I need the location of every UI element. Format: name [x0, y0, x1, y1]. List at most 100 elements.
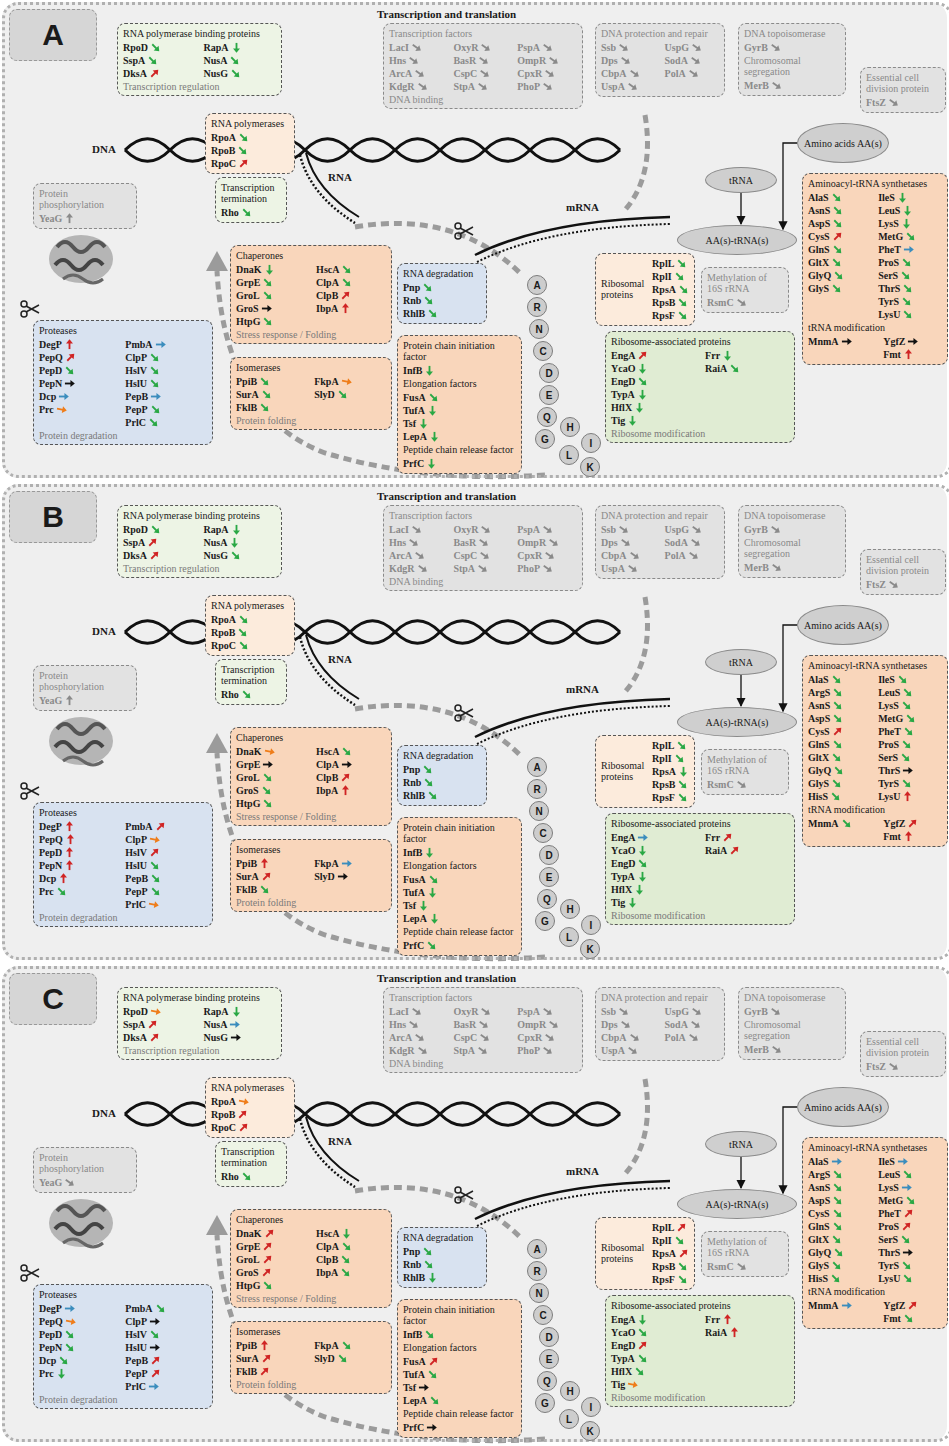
protein-grid: AlaSArgSAsnSAspSCysSGlnSGltXGlyQGlySHisS…: [808, 1155, 942, 1285]
protein-entry: Fmt: [883, 1312, 942, 1325]
function-box: Transcription terminationRho: [215, 177, 287, 223]
protein-entry: PepB: [125, 1354, 207, 1367]
protein-entry: MnmA: [808, 335, 875, 348]
protein-name: HflX: [611, 1366, 632, 1377]
protein-name: RpsB: [652, 297, 675, 308]
protein-name: Tsf: [403, 1382, 416, 1393]
protein-entry: DksA: [123, 549, 196, 562]
change-arrow: [340, 303, 351, 314]
protein-entry: DnaK: [236, 745, 308, 758]
change-arrow: [259, 858, 270, 869]
structure-label: RNA: [327, 171, 353, 183]
protein-grid: PpiBSurAFklBFkpASlyD: [236, 857, 386, 896]
function-box: Aminoacyl-tRNA synthetasesAlaSArgSAsnSAs…: [802, 655, 948, 847]
protein-name: GroL: [236, 772, 260, 783]
protein-name: LeuS: [878, 1169, 900, 1180]
ribosome-subunit-circle: Q: [537, 1371, 557, 1391]
change-arrow: [637, 1327, 648, 1338]
protein-name: LacI: [389, 524, 409, 535]
change-arrow: [900, 752, 911, 763]
protein-name: CysS: [808, 1208, 830, 1219]
node-label: Q: [543, 412, 551, 423]
protein-grid: AlaSAsnSAspSCysSGlnSGltXGlyQGlySIleSLeuS…: [808, 191, 942, 321]
change-arrow: [831, 752, 842, 763]
node-label: E: [546, 1354, 553, 1365]
protein-entry: YeaG: [39, 694, 131, 707]
protein-name: AsnS: [808, 700, 830, 711]
protein-entry: PepP: [125, 403, 207, 416]
protein-name: InfB: [403, 365, 422, 376]
protein-entry: ClpB: [316, 1253, 386, 1266]
protein-entry: CbpA: [601, 67, 657, 80]
protein-entry: DnaK: [236, 1227, 308, 1240]
protein-name: PmbA: [125, 821, 152, 832]
change-arrow: [340, 1254, 351, 1265]
change-arrow: [429, 431, 440, 442]
protein-name: ThrS: [878, 765, 900, 776]
protein-grid: DegPPepQPepDPepNDcpPrcPmbAClpPHslVHslUPe…: [39, 338, 207, 429]
group-footnote: DNA binding: [389, 94, 577, 105]
group-heading: Proteases: [39, 325, 207, 336]
change-arrow: [337, 1353, 348, 1364]
change-arrow: [238, 1096, 249, 1107]
group-heading: RNA degradation: [403, 750, 481, 761]
group-heading: Elongation factors: [403, 860, 516, 871]
change-arrow: [58, 873, 69, 884]
protein-name: StpA: [453, 1045, 475, 1056]
group-heading: DNA topoisomerase: [744, 510, 840, 521]
change-arrow: [902, 1247, 913, 1258]
protein-entry: SurA: [236, 1352, 306, 1365]
protein-entry: SodA: [665, 536, 719, 549]
change-arrow: [888, 579, 899, 590]
group-heading: Ribosome-associated proteins: [611, 336, 789, 347]
protein-name: HflX: [611, 402, 632, 413]
protein-name: AlaS: [808, 192, 829, 203]
figure-panel: Transcription and translationCRNA polyme…: [2, 966, 949, 1442]
protein-name: HslU: [125, 860, 147, 871]
protein-entry: HtpG: [236, 315, 308, 328]
protein-name: ClpA: [316, 277, 339, 288]
protein-entry: TyrS: [878, 777, 942, 790]
protein-entry: Rnb: [403, 776, 481, 789]
change-arrow: [150, 42, 161, 53]
node-label: G: [541, 1398, 549, 1409]
change-arrow: [56, 1368, 67, 1379]
protein-name: Dcp: [39, 391, 56, 402]
change-arrow: [418, 1382, 429, 1393]
node-label: D: [545, 1332, 552, 1343]
change-arrow: [417, 563, 428, 574]
change-arrow: [341, 1340, 352, 1351]
change-arrow: [341, 746, 352, 757]
change-arrow: [427, 308, 438, 319]
change-arrow: [411, 524, 422, 535]
group-heading: DNA protection and repair: [601, 510, 719, 521]
change-arrow: [262, 772, 273, 783]
ribosome-subunit-circle: I: [581, 433, 601, 453]
protein-entry: PheT: [878, 243, 942, 256]
protein-name: RpsA: [652, 766, 676, 777]
protein-entry: FklB: [236, 401, 306, 414]
protein-entry: PpiB: [236, 375, 306, 388]
molecule-ellipse: AA(s)-tRNA(s): [677, 707, 797, 737]
protein-name: EngA: [611, 350, 635, 361]
change-arrow: [428, 392, 439, 403]
change-arrow: [832, 713, 843, 724]
protein-entry: HflX: [611, 1365, 697, 1378]
group-heading: Aminoacyl-tRNA synthetases: [808, 178, 942, 189]
node-label: H: [566, 904, 573, 915]
protein-entry: Rnb: [403, 1258, 481, 1271]
protein-entry: FusA: [403, 391, 516, 404]
protein-name: IbpA: [316, 303, 338, 314]
protein-entry: UspG: [665, 41, 719, 54]
connector-arrow: [740, 1157, 741, 1188]
protein-name: KdgR: [389, 81, 415, 92]
change-arrow: [674, 1235, 685, 1246]
change-arrow: [426, 1422, 437, 1433]
inactive-function-box: Transcription factorsLacIHnsArcAKdgROxyR…: [383, 23, 583, 109]
protein-entry: HscA: [316, 745, 386, 758]
protein-entry: MerB: [744, 79, 840, 92]
structure-label: DNA: [91, 1107, 117, 1119]
change-arrow: [237, 627, 248, 638]
protein-entry: BasR: [453, 536, 509, 549]
change-arrow: [155, 1303, 166, 1314]
